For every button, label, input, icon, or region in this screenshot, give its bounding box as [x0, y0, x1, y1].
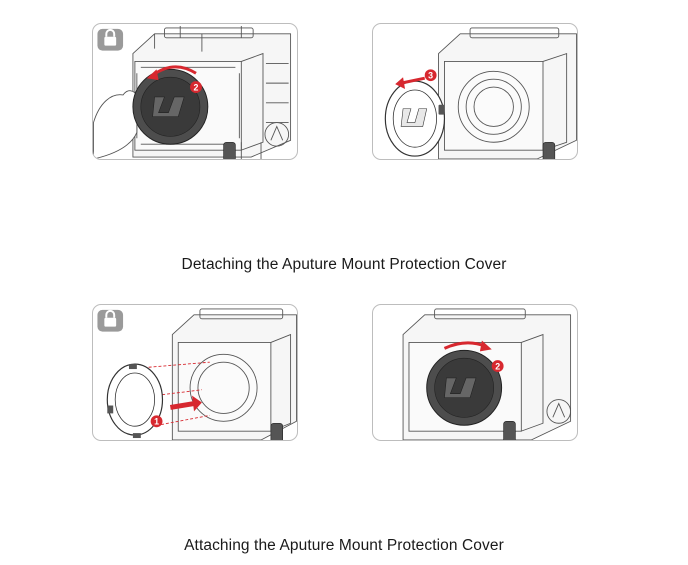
lock-icon [97, 309, 124, 332]
lock-icon [97, 28, 124, 51]
panel-attach-step-1: 1 [92, 304, 298, 441]
step-marker [150, 415, 163, 428]
step-marker [190, 81, 202, 93]
caption-detaching: Detaching the Aputure Mount Protection C… [181, 256, 507, 273]
light-illustration: 2 [402, 308, 572, 440]
caption-attaching: Attaching the Aputure Mount Protection C… [184, 537, 504, 554]
step-number: 2 [495, 362, 500, 372]
panel-detach-step-2: 3 [372, 23, 578, 160]
mount-protection-cover [106, 363, 164, 439]
panel-attach-step-2: 2 [372, 304, 578, 441]
light-illustration: 3 [384, 27, 577, 159]
step-marker [424, 69, 437, 82]
step-number: 3 [428, 71, 433, 81]
release-button [223, 141, 236, 159]
step-number: 2 [194, 83, 199, 93]
light-illustration: 1 [97, 308, 297, 440]
mount-protection-cover [384, 80, 446, 157]
step-number: 1 [154, 417, 159, 427]
mount-protection-cover [426, 349, 503, 426]
panel-detach-step-1: 2 1 [92, 23, 298, 160]
light-illustration: 2 1 [93, 25, 292, 159]
step-marker [491, 360, 504, 373]
mount-protection-cover [132, 68, 209, 145]
